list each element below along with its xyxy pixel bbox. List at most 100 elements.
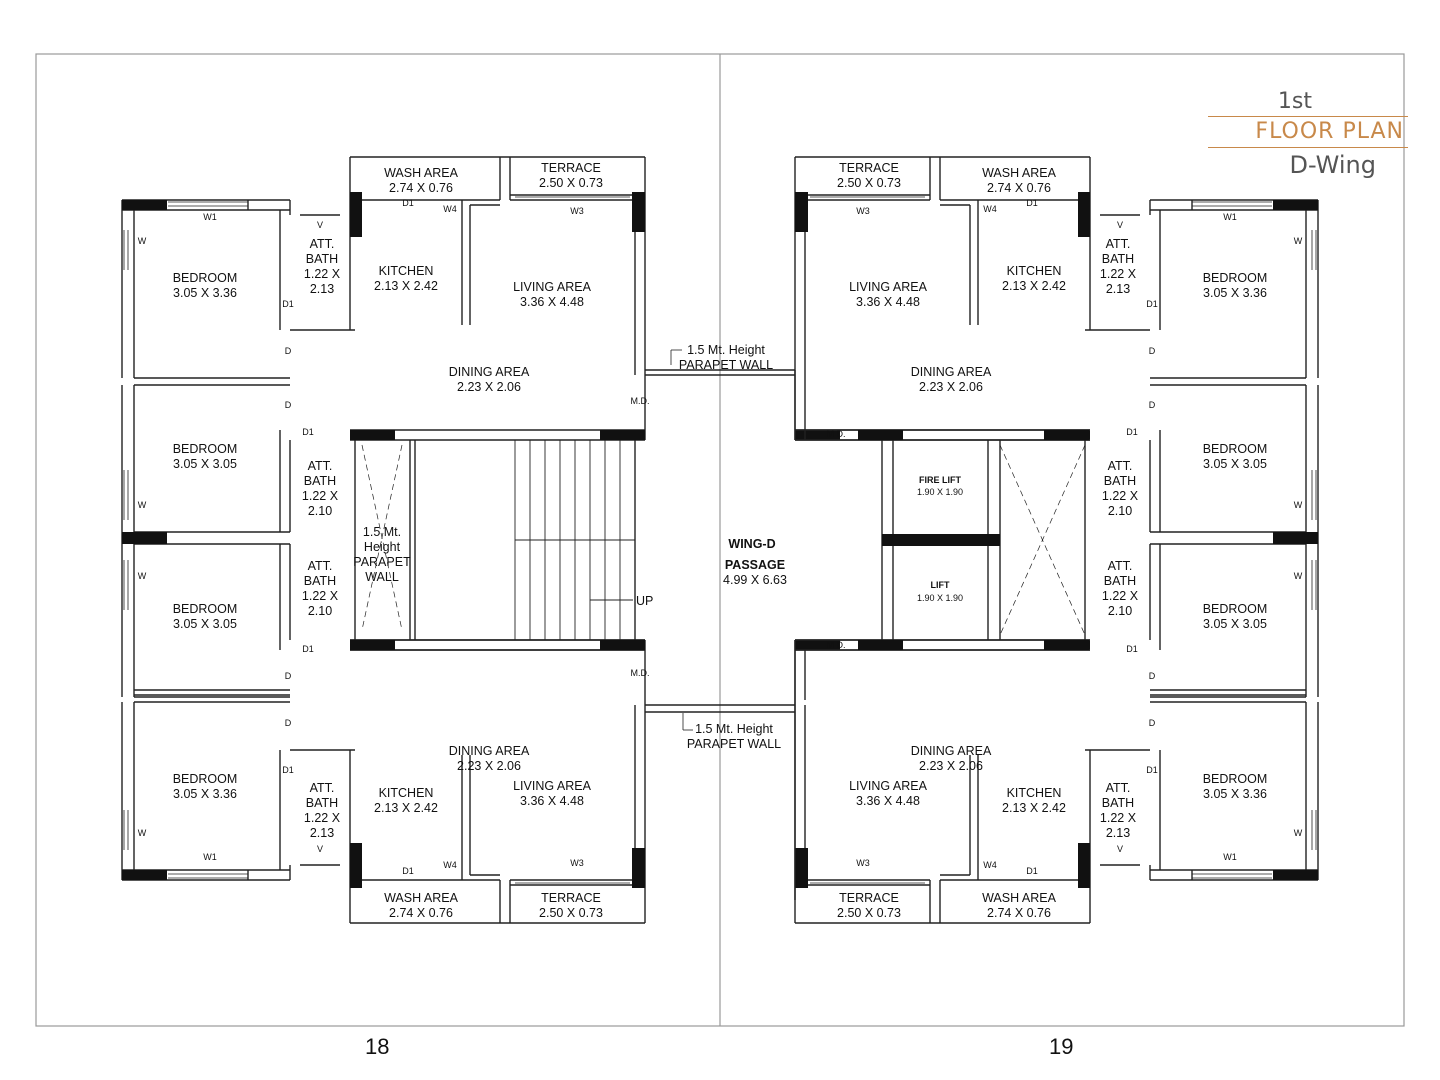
window-w1-label: W1 xyxy=(1223,852,1237,862)
column xyxy=(1273,200,1318,210)
title-floor-number: 1st xyxy=(1277,89,1312,114)
main-door-label: M.D. xyxy=(631,396,650,406)
wash-area-label: WASH AREA xyxy=(384,166,459,180)
door-d1-label: D1 xyxy=(302,644,314,654)
door-d-label: D xyxy=(285,400,292,410)
door-d-label: D xyxy=(1149,718,1156,728)
living-area-label: LIVING AREA xyxy=(513,779,591,793)
bedroom-label: 3.05 X 3.36 xyxy=(1203,286,1267,300)
bedroom-label: 3.05 X 3.05 xyxy=(173,617,237,631)
column xyxy=(1273,532,1318,544)
door-d1-label: D1 xyxy=(1126,427,1138,437)
bedroom-label: BEDROOM xyxy=(173,772,238,786)
dining-area-label: DINING AREA xyxy=(911,365,992,379)
bedroom-label: 3.05 X 3.05 xyxy=(173,457,237,471)
att-bath-label: 2.10 xyxy=(308,604,332,618)
column xyxy=(350,640,395,650)
column xyxy=(882,534,1000,546)
bedroom-label: 3.05 X 3.36 xyxy=(1203,787,1267,801)
att-bath-label: BATH xyxy=(1104,574,1136,588)
column xyxy=(1044,640,1089,650)
column xyxy=(600,640,645,650)
column xyxy=(632,848,645,888)
parapet-wall-label: PARAPET WALL xyxy=(679,358,773,372)
lift-diagonal xyxy=(999,444,1086,636)
wash-area-label: 2.74 X 0.76 xyxy=(389,906,453,920)
kitchen-label: KITCHEN xyxy=(379,786,434,800)
att-bath-label: 1.22 X xyxy=(304,811,341,825)
column xyxy=(632,192,645,232)
column xyxy=(795,640,840,650)
bedroom-label: BEDROOM xyxy=(1203,442,1268,456)
door-d1-label: D1 xyxy=(1126,644,1138,654)
bedroom-label: BEDROOM xyxy=(1203,772,1268,786)
living-area-label: LIVING AREA xyxy=(513,280,591,294)
bedroom-label: 3.05 X 3.05 xyxy=(1203,457,1267,471)
att-bath-label: BATH xyxy=(304,574,336,588)
column xyxy=(795,192,808,232)
att-bath-label: ATT. xyxy=(308,559,333,573)
dining-area-label: 2.23 X 2.06 xyxy=(919,380,983,394)
att-bath-label: ATT. xyxy=(1108,459,1133,473)
kitchen-label: 2.13 X 2.42 xyxy=(374,279,438,293)
att-bath-label: ATT. xyxy=(1106,237,1131,251)
bedroom-label: BEDROOM xyxy=(1203,602,1268,616)
att-bath-label: 1.22 X xyxy=(304,267,341,281)
living-area-label: LIVING AREA xyxy=(849,779,927,793)
column xyxy=(1273,870,1318,880)
stair-up-label: UP xyxy=(636,594,653,608)
window-w-label: W xyxy=(1294,500,1303,510)
window-w-label: W xyxy=(1294,571,1303,581)
column xyxy=(858,430,903,440)
att-bath-label: 2.13 xyxy=(310,826,334,840)
wash-area-label: WASH AREA xyxy=(384,891,459,905)
bedroom-label: 3.05 X 3.05 xyxy=(1203,617,1267,631)
living-area-label: 3.36 X 4.48 xyxy=(856,295,920,309)
page-number-right: 19 xyxy=(1049,1034,1074,1059)
window-w4-label: W4 xyxy=(983,860,997,870)
main-door-label: M.D. xyxy=(631,668,650,678)
att-bath-label: ATT. xyxy=(310,781,335,795)
stair-parapet-label: WALL xyxy=(365,570,399,584)
kitchen-label: 2.13 X 2.42 xyxy=(1002,801,1066,815)
column xyxy=(122,200,167,210)
att-bath-label: 1.22 X xyxy=(1102,489,1139,503)
column xyxy=(1078,843,1090,888)
fire-lift-label: FIRE LIFT xyxy=(919,475,961,485)
dining-area-label: DINING AREA xyxy=(911,744,992,758)
wash-area-label: WASH AREA xyxy=(982,891,1057,905)
door-d1-label: D1 xyxy=(1026,866,1038,876)
att-bath-label: 2.10 xyxy=(1108,604,1132,618)
kitchen-label: 2.13 X 2.42 xyxy=(1002,279,1066,293)
door-d-label: D xyxy=(285,346,292,356)
wash-area-label: 2.74 X 0.76 xyxy=(987,906,1051,920)
main-door-label: M.D. xyxy=(827,640,846,650)
door-d1-label: D1 xyxy=(302,427,314,437)
window-w3-label: W3 xyxy=(856,858,870,868)
title-block: 1st FLOOR PLAN D-Wing xyxy=(1208,88,1408,182)
bedroom-label: BEDROOM xyxy=(173,271,238,285)
door-d1-label: D1 xyxy=(282,765,294,775)
door-d-label: D xyxy=(1149,346,1156,356)
parapet-wall-label: PARAPET WALL xyxy=(687,737,781,751)
door-d-label: D xyxy=(1149,671,1156,681)
dining-area-label: DINING AREA xyxy=(449,365,530,379)
stair-parapet-label: Height xyxy=(364,540,401,554)
living-area-label: LIVING AREA xyxy=(849,280,927,294)
att-bath-label: 1.22 X xyxy=(1100,267,1137,281)
att-bath-label: ATT. xyxy=(308,459,333,473)
page-number-left: 18 xyxy=(365,1034,390,1059)
walls xyxy=(121,156,1319,924)
terrace-label: 2.50 X 0.73 xyxy=(837,176,901,190)
fire-lift-size: 1.90 X 1.90 xyxy=(917,487,963,497)
window-w3-label: W3 xyxy=(570,858,584,868)
door-d-label: D xyxy=(285,671,292,681)
att-bath-label: BATH xyxy=(1104,474,1136,488)
column xyxy=(350,192,362,237)
att-bath-label: BATH xyxy=(306,796,338,810)
att-bath-label: ATT. xyxy=(1108,559,1133,573)
column xyxy=(858,640,903,650)
bedroom-label: 3.05 X 3.36 xyxy=(173,787,237,801)
